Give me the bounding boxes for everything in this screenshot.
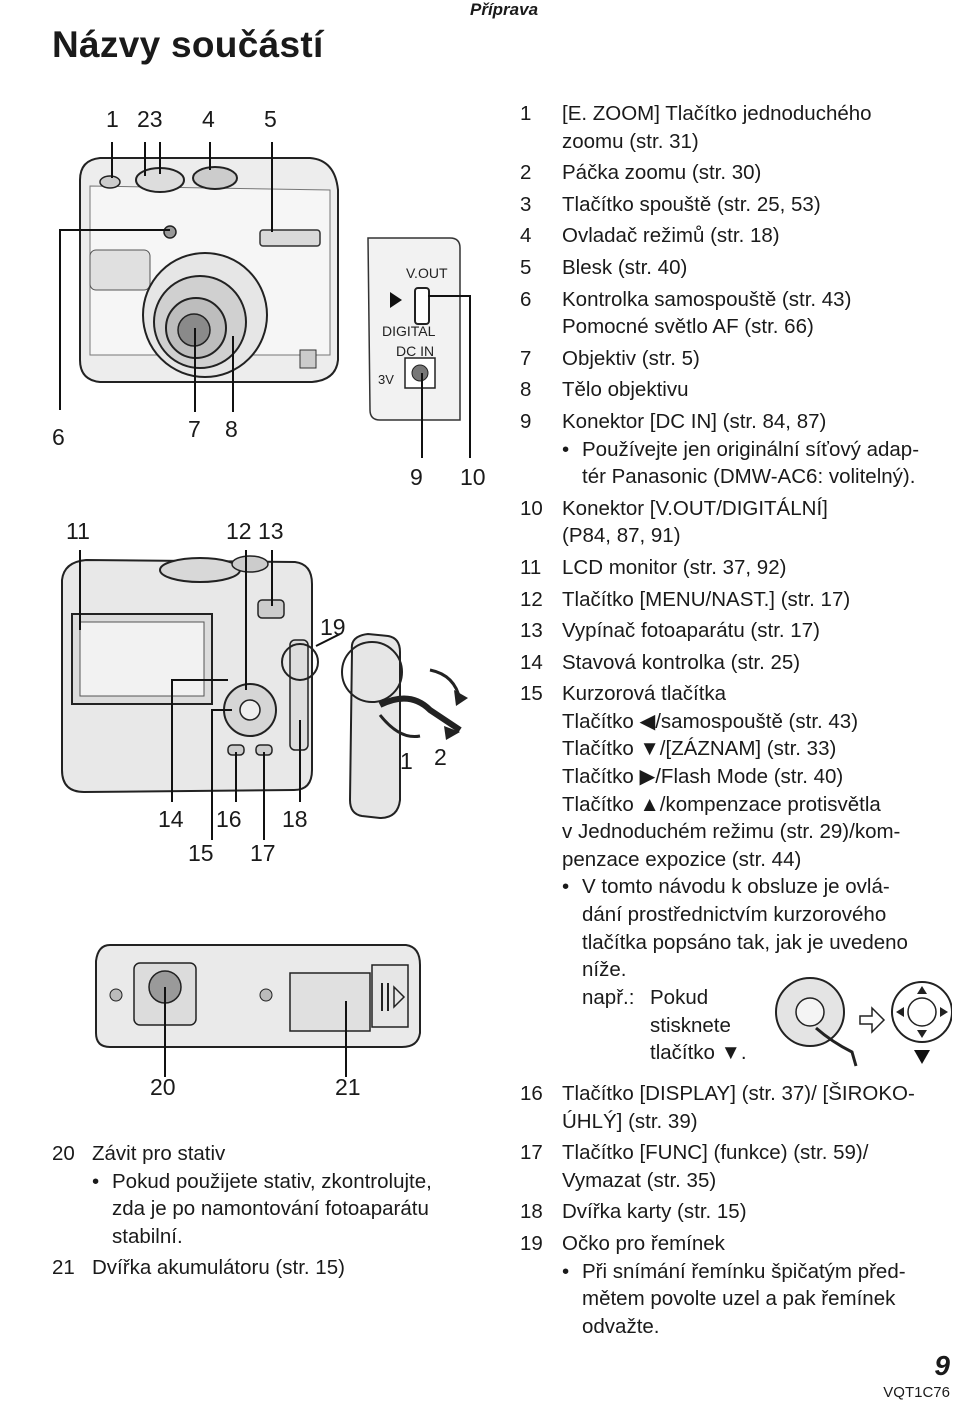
section-header: Příprava	[470, 0, 539, 19]
callout-14: 14	[158, 806, 184, 832]
digital-label: DIGITAL	[382, 323, 436, 339]
page-title: Názvy součástí	[52, 24, 324, 65]
callout-4: 4	[202, 106, 215, 132]
page-number: 9	[934, 1350, 950, 1381]
example-note: např.:Pokud stisknete tlačítko ▼.	[582, 986, 747, 1065]
strap-step-1: 1	[400, 748, 413, 774]
vout-label: V.OUT	[406, 265, 448, 281]
callout-20: 20	[150, 1074, 176, 1100]
bullet-note: • Pokud použijete stativ, zkontrolujte, …	[92, 1169, 432, 1248]
bullet-note: •Používejte jen originální síťový adap-t…	[562, 437, 920, 489]
callout-17: 17	[250, 840, 276, 866]
callout-15: 15	[188, 840, 214, 866]
callout-19: 19	[320, 614, 346, 640]
callout-11: 11	[66, 518, 90, 544]
camera-bottom-illustration	[90, 935, 430, 1085]
list-item: 15 Kurzorová tlačítka Tlačítko ◀/samospo…	[520, 682, 901, 871]
dcin-label: DC IN	[396, 343, 434, 359]
callout-21: 21	[335, 1074, 361, 1100]
strap-step-2: 2	[434, 744, 447, 770]
camera-back-illustration	[50, 540, 480, 860]
callout-10: 10	[460, 464, 486, 490]
callout-9: 9	[410, 464, 423, 490]
callout-1: 1	[106, 106, 119, 132]
callout-5: 5	[264, 106, 277, 132]
callout-6: 6	[52, 424, 65, 450]
cursor-button-illustration	[772, 972, 952, 1072]
camera-front-illustration: V.OUT DIGITAL DC IN 3V	[50, 100, 500, 500]
callout-16: 16	[216, 806, 242, 832]
callout-12-13: 12 13	[226, 518, 284, 544]
bullet-note: • V tomto návodu k obsluze je ovlá- dání…	[562, 875, 908, 982]
bullet-note: • Při snímání řemínku špičatým před- mět…	[562, 1259, 906, 1338]
example-label: např.:	[582, 986, 635, 1009]
callout-8: 8	[225, 416, 238, 442]
model-code: VQT1C76	[883, 1384, 950, 1401]
callout-7: 7	[188, 416, 201, 442]
volt-label: 3V	[378, 372, 394, 387]
callout-18: 18	[282, 806, 308, 832]
callout-23: 23	[137, 106, 163, 132]
